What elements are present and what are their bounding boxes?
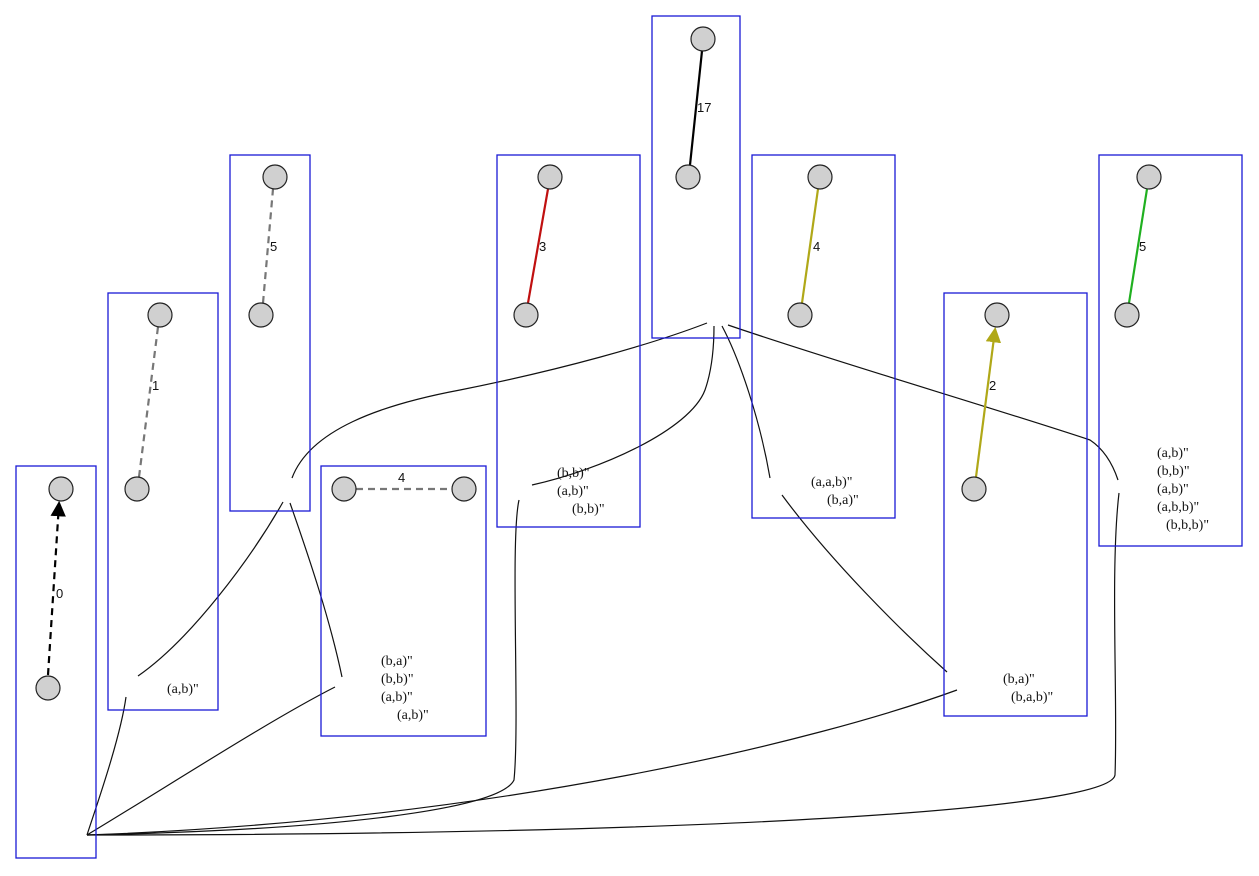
edge-label: 17 xyxy=(697,100,711,115)
edge-line xyxy=(137,326,160,478)
connector-line xyxy=(86,689,958,836)
panel-p8: 5 (a,b)" (b,b)" (a,b)" (a,b,b)" (b,b,b)" xyxy=(1098,154,1243,547)
history-line: (a,a,b)" xyxy=(811,475,852,490)
node-circle xyxy=(48,476,74,502)
edge-label: 4 xyxy=(398,470,405,485)
edge-line xyxy=(1127,188,1149,304)
node-circle xyxy=(807,164,833,190)
panel-p5: 17 xyxy=(651,15,741,339)
connector-line xyxy=(86,696,127,836)
panel-box xyxy=(320,465,487,737)
history-line: (a,b)" xyxy=(557,484,589,499)
node-circle xyxy=(451,476,477,502)
history-line: (b,b)" xyxy=(1157,464,1190,479)
history-line: (b,b,b)" xyxy=(1166,518,1209,533)
edge-line xyxy=(526,188,550,304)
edge-label: 2 xyxy=(989,378,996,393)
panel-p7: 2 (b,a)" (b,a,b)" xyxy=(943,292,1088,717)
edge-label: 3 xyxy=(539,239,546,254)
connector-line xyxy=(727,324,1119,481)
connector-line xyxy=(86,492,1120,836)
node-circle xyxy=(262,164,288,190)
panel-box xyxy=(496,154,641,528)
history-line: (b,a)" xyxy=(381,654,413,669)
edge-label: 0 xyxy=(56,586,63,601)
history-line: (a,b)" xyxy=(1157,482,1189,497)
history-line: (a,b)" xyxy=(167,682,199,697)
node-circle xyxy=(1136,164,1162,190)
panel-p2: 5 xyxy=(229,154,311,512)
history-line: (b,b)" xyxy=(557,466,590,481)
connector-line xyxy=(531,325,715,486)
history-line: (b,a)" xyxy=(1003,672,1035,687)
edge-line xyxy=(688,50,704,166)
node-circle xyxy=(675,164,701,190)
panel-box xyxy=(943,292,1088,717)
connector-line xyxy=(86,686,336,836)
panel-box xyxy=(651,15,741,339)
history-line: (b,b)" xyxy=(381,672,414,687)
edge-line xyxy=(46,500,66,676)
edge-line xyxy=(800,188,820,304)
node-circle xyxy=(147,302,173,328)
history-line: (a,b)" xyxy=(381,690,413,705)
connector-line xyxy=(289,502,343,678)
panel-p3: 4 (b,a)" (b,b)" (a,b)" (a,b)" xyxy=(320,465,487,737)
panel-p0: 0 xyxy=(15,465,97,859)
connector-line xyxy=(721,325,771,479)
connector-line xyxy=(781,494,948,673)
connector-line xyxy=(137,501,284,677)
connector-line xyxy=(86,499,520,836)
connector-lines xyxy=(86,322,1120,836)
panel-p6: 4 (a,a,b)" (b,a)" xyxy=(751,154,896,519)
node-circle xyxy=(537,164,563,190)
history-line: (b,a,b)" xyxy=(1011,690,1053,705)
node-circle xyxy=(513,302,539,328)
node-circle xyxy=(35,675,61,701)
node-circle xyxy=(331,476,357,502)
panel-box xyxy=(1098,154,1243,547)
node-circle xyxy=(690,26,716,52)
edge-line xyxy=(974,326,1002,478)
edge-label: 1 xyxy=(152,378,159,393)
panel-box xyxy=(15,465,97,859)
connector-line xyxy=(291,322,708,479)
node-circle xyxy=(961,476,987,502)
panel-p4: 3 (b,b)" (a,b)" (b,b)" xyxy=(496,154,641,528)
history-line: (a,b)" xyxy=(1157,446,1189,461)
history-line: (a,b)" xyxy=(397,708,429,723)
history-line: (b,b)" xyxy=(572,502,605,517)
panel-box xyxy=(229,154,311,512)
history-line: (a,b,b)" xyxy=(1157,500,1199,515)
node-circle xyxy=(984,302,1010,328)
history-line: (b,a)" xyxy=(827,493,859,508)
panel-box xyxy=(751,154,896,519)
edge-label: 5 xyxy=(1139,239,1146,254)
node-circle xyxy=(1114,302,1140,328)
panel-p1: 1 (a,b)" xyxy=(107,292,219,711)
edge-label: 5 xyxy=(270,239,277,254)
node-circle xyxy=(248,302,274,328)
node-circle xyxy=(124,476,150,502)
node-circle xyxy=(787,302,813,328)
edge-label: 4 xyxy=(813,239,820,254)
panel-box xyxy=(107,292,219,711)
